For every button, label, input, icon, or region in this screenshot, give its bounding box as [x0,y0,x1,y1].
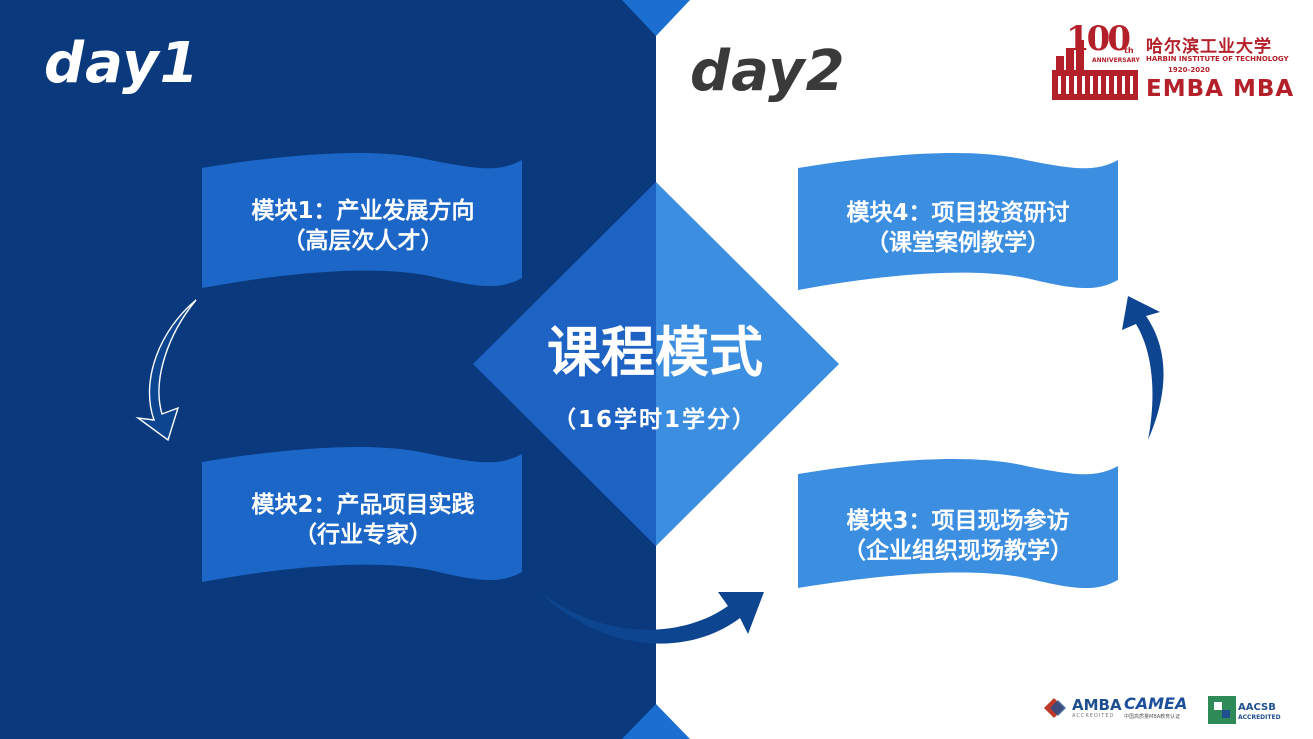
amba-mark-icon [1044,698,1066,718]
logo-programs: EMBA MBA [1146,76,1295,102]
top-corner-triangle [622,0,690,36]
module-2-banner [202,447,522,582]
module-4-banner [798,153,1118,290]
logo-building-graphic [1052,40,1138,100]
module-1-text: 模块1：产业发展方向 （高层次人才） [204,196,522,256]
logo-cn-name: 哈尔滨工业大学 [1146,37,1272,57]
camea-label: CAMEA [1124,694,1188,713]
module-2-title: 模块2：产品项目实践 [251,492,475,518]
module-2-text: 模块2：产品项目实践 （行业专家） [204,490,522,550]
center-diamond-right [656,182,839,546]
day2-title: day2 [690,39,846,104]
logo-anniversary: ANNIVERSARY [1092,57,1140,64]
hit-100th-logo: 100 th ANNIVERSARY 哈尔滨工业大学 HARBIN INSTIT… [1050,19,1293,102]
module-1-banner [202,153,522,288]
logo-en-name: HARBIN INSTITUTE OF TECHNOLOGY [1146,55,1289,63]
center-diamond-left [473,182,656,546]
module-2-subtitle: （行业专家） [294,522,432,548]
module-3-title: 模块3：项目现场参访 [846,508,1070,534]
arrow-bottom-right [538,590,764,644]
arrow-down-left [135,299,197,442]
center-title: 课程模式 [547,321,763,384]
module-4-subtitle: （课堂案例教学） [866,230,1050,256]
bottom-corner-triangle [622,704,690,739]
aacsb-label: AACSB [1238,702,1276,713]
camea-small-label: 中国高质量MBA教育认证 [1124,714,1181,720]
day1-title: day1 [44,31,200,96]
module-1-subtitle: （高层次人才） [282,228,444,254]
arrow-up-right [1122,296,1164,440]
module-1-title: 模块1：产业发展方向 [251,198,475,224]
module-4-text: 模块4：项目投资研讨 （课堂案例教学） [799,198,1117,258]
center-subtitle: （16学时1学分） [552,407,757,433]
module-4-title: 模块4：项目投资研讨 [846,200,1070,226]
amba-small-label: ACCREDITED [1072,713,1115,719]
module-3-subtitle: （企业组织现场教学） [843,538,1073,564]
module-3-banner [798,459,1118,589]
aacsb-small-label: ACCREDITED [1238,714,1281,721]
amba-label: AMBA [1072,696,1122,714]
logo-number: 100 [1066,19,1131,59]
aacsb-mark-icon [1208,696,1236,724]
module-3-text: 模块3：项目现场参访 （企业组织现场教学） [799,506,1117,566]
logo-suffix: th [1124,46,1134,55]
logo-years: 1920-2020 [1168,66,1210,74]
